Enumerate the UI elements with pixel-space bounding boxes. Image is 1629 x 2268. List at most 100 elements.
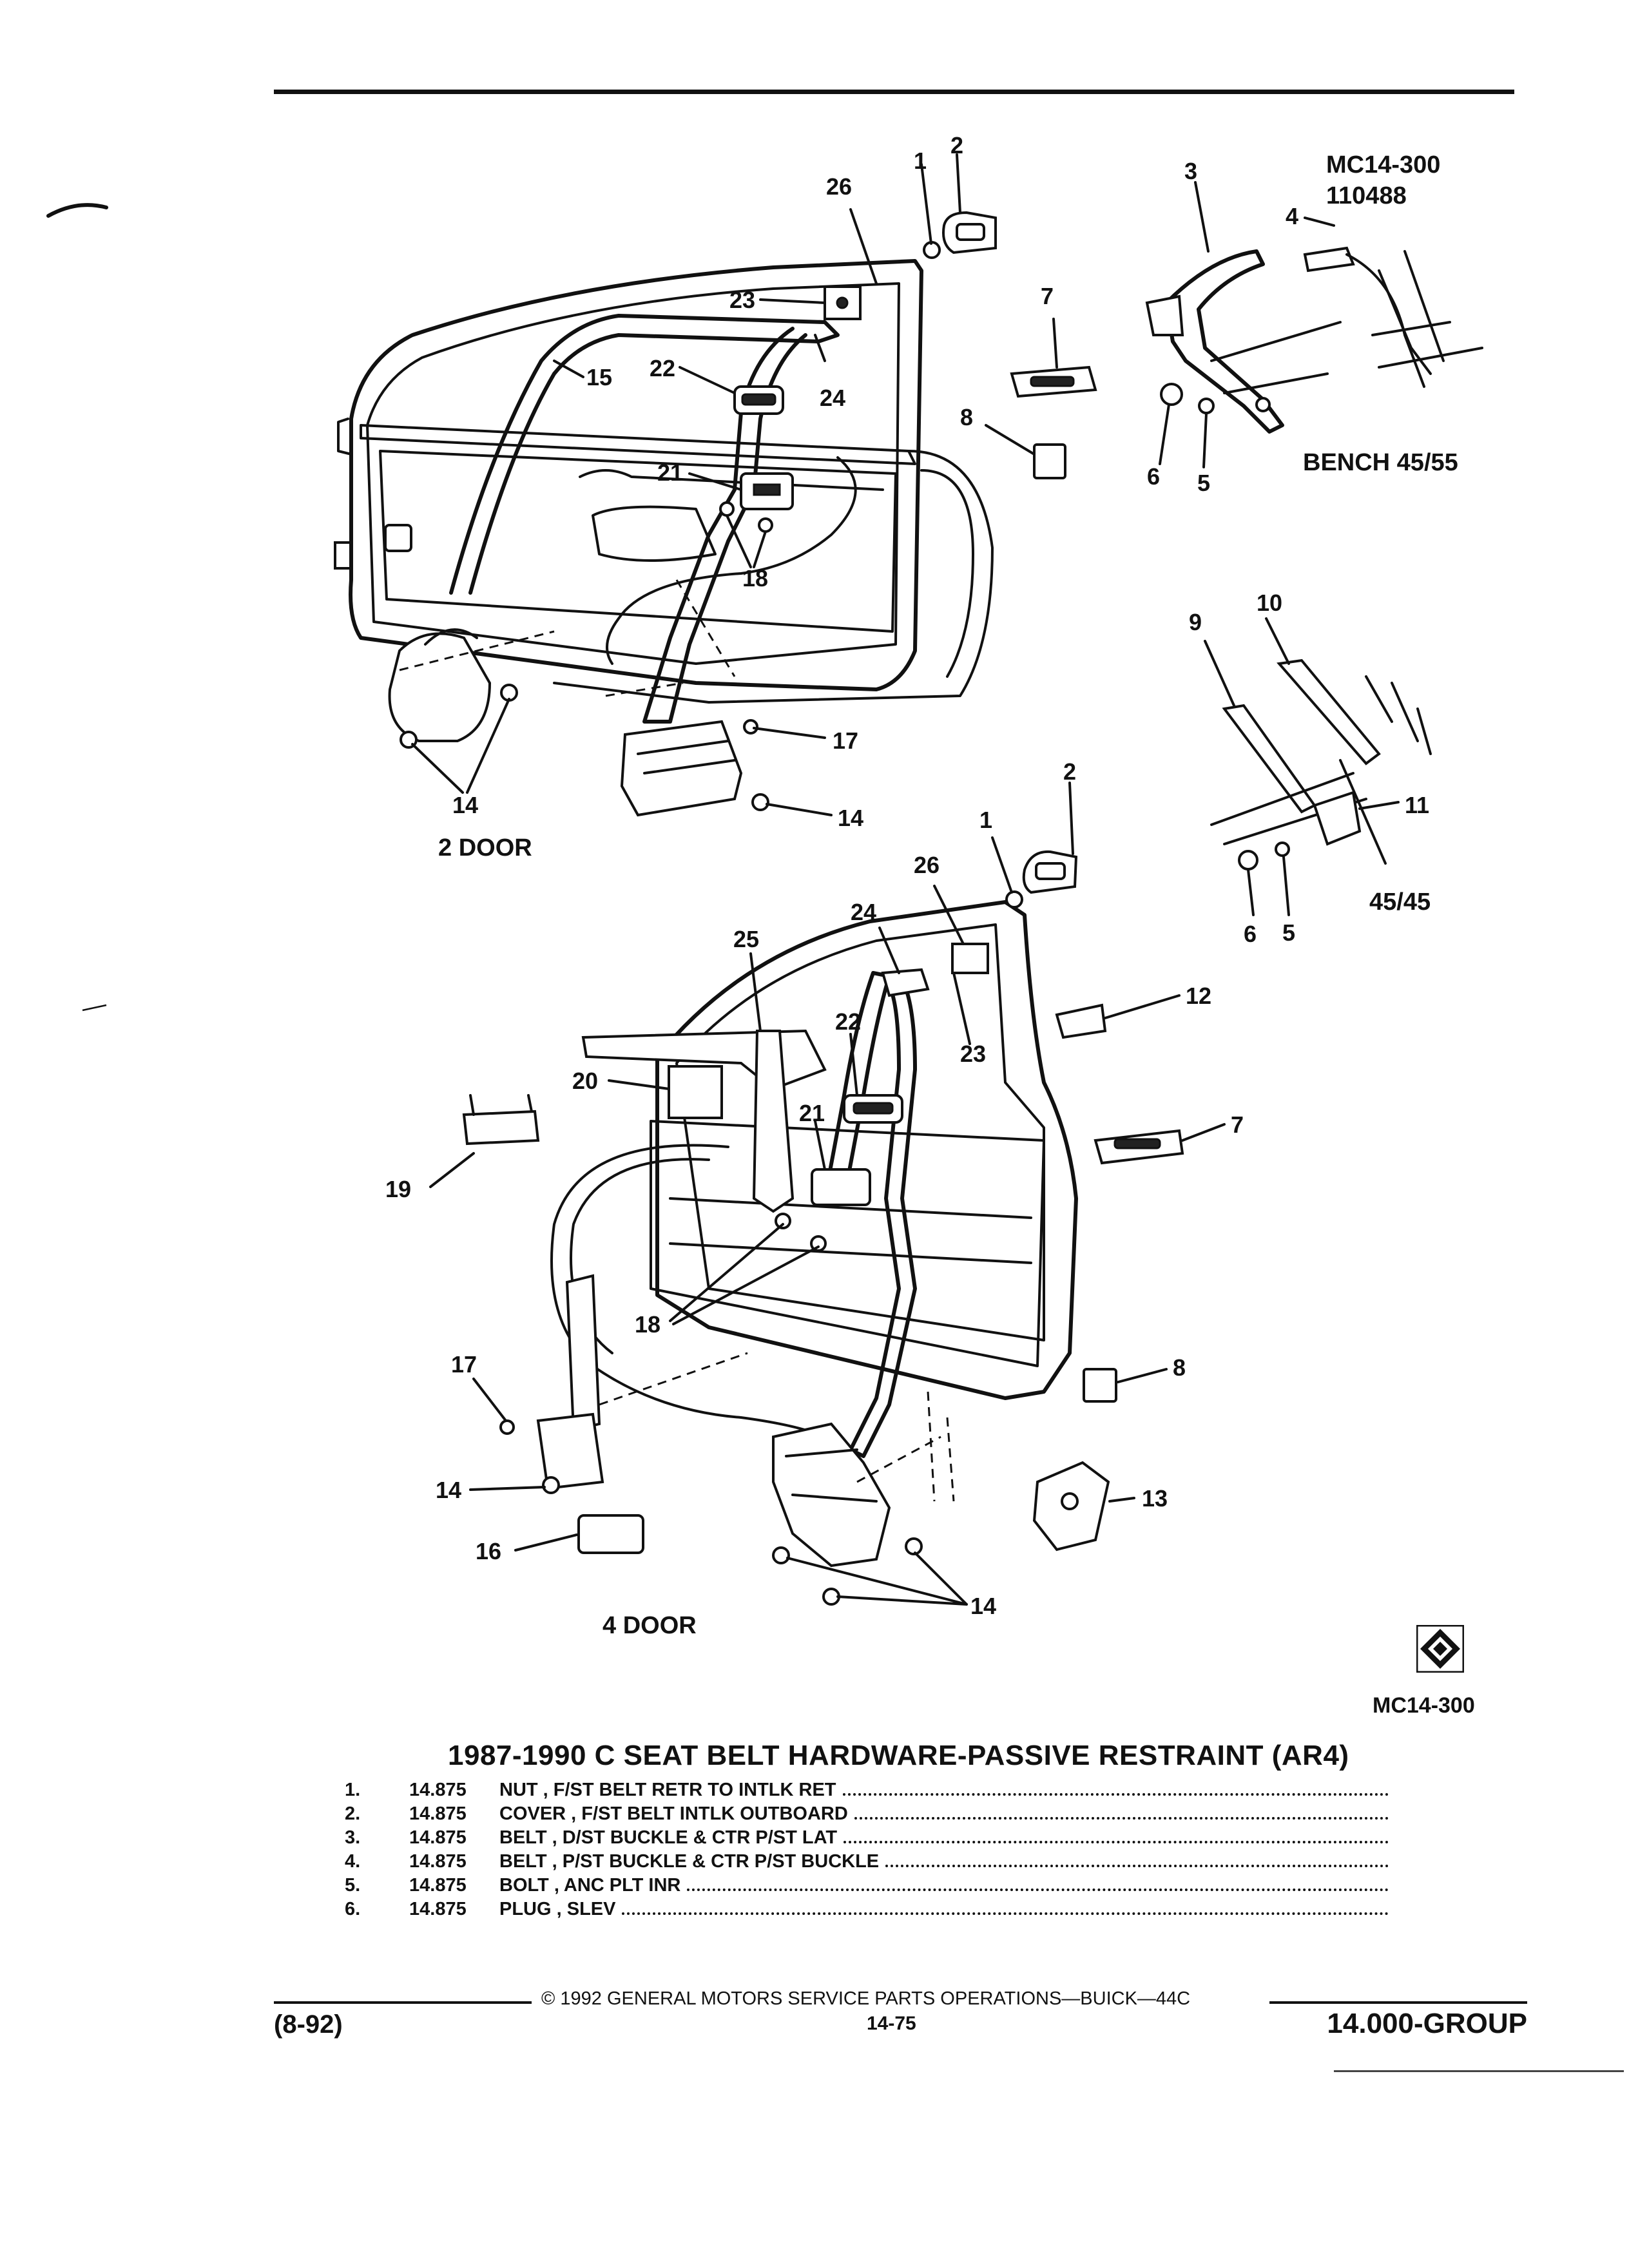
leader-8-upper xyxy=(985,424,1036,456)
dot-leader xyxy=(843,1834,1389,1843)
callout-26-lower: 26 xyxy=(914,852,940,878)
parts-list: 1. 14.875 NUT , F/ST BELT RETR TO INTLK … xyxy=(345,1780,1389,1923)
parts-row: 5. 14.875 BOLT , ANC PLT INR xyxy=(345,1875,1389,1899)
date-code: (8-92) xyxy=(274,2010,343,2039)
callout-21-lower: 21 xyxy=(799,1100,825,1126)
callout-16: 16 xyxy=(476,1538,501,1564)
part-reference: 14.875 xyxy=(409,1827,467,1848)
margin-mark-2 xyxy=(82,1004,107,1012)
part-description: BELT , D/ST BUCKLE & CTR P/ST LAT xyxy=(499,1827,838,1848)
split-belt-9 xyxy=(1222,704,1316,814)
two-door-frame xyxy=(349,259,923,691)
parts-row: 4. 14.875 BELT , P/ST BUCKLE & CTR P/ST … xyxy=(345,1851,1389,1875)
leader-15 xyxy=(553,360,584,378)
page-title: 1987-1990 C SEAT BELT HARDWARE-PASSIVE R… xyxy=(448,1740,1349,1771)
callout-7-lower: 7 xyxy=(1231,1111,1244,1138)
callout-6-upper: 6 xyxy=(1147,463,1160,490)
leader-13 xyxy=(1108,1497,1135,1503)
parts-row: 1. 14.875 NUT , F/ST BELT RETR TO INTLK … xyxy=(345,1780,1389,1803)
callout-8-upper: 8 xyxy=(960,404,973,430)
leader-8-lower xyxy=(1117,1368,1168,1383)
part-number: 1. xyxy=(345,1780,361,1800)
leader-14-lower-left xyxy=(469,1486,546,1491)
part-reference: 14.875 xyxy=(409,1899,467,1919)
leader-6-lower xyxy=(1247,869,1255,916)
two-door-assembly xyxy=(334,259,994,817)
plug-8-upper xyxy=(1033,443,1066,479)
bench-assembly xyxy=(1145,246,1483,434)
four-door-belt-17 xyxy=(565,1274,601,1432)
callout-5-lower: 5 xyxy=(1282,919,1295,946)
two-door-bolt-18b xyxy=(758,517,773,533)
part-number: 2. xyxy=(345,1803,361,1824)
page-number: 14-75 xyxy=(867,2013,916,2034)
two-door-dashes xyxy=(399,579,736,697)
leader-6-upper xyxy=(1159,403,1170,465)
callout-8-lower: 8 xyxy=(1173,1354,1186,1381)
callout-13: 13 xyxy=(1142,1485,1168,1512)
two-door-belt-15 xyxy=(449,314,840,595)
leader-lines xyxy=(411,153,1400,1606)
leader-18-lower xyxy=(669,1223,820,1325)
part-description: COVER , F/ST BELT INTLK OUTBOARD xyxy=(499,1803,848,1824)
callout-5-upper: 5 xyxy=(1197,470,1210,496)
two-door-retractor-lines xyxy=(637,740,736,774)
split-belt-10 xyxy=(1277,658,1381,765)
callout-18-upper: 18 xyxy=(742,565,768,591)
four-door-dashes xyxy=(599,1352,955,1502)
leader-7-upper xyxy=(1052,318,1058,369)
loose-parts-lower xyxy=(1005,850,1184,1552)
four-door-buckle-21 xyxy=(811,1168,871,1206)
nut-1-lower xyxy=(1005,890,1023,908)
two-door-nut-14 xyxy=(751,793,769,811)
two-door-belt-lap xyxy=(642,327,807,724)
callout-23-lower: 23 xyxy=(960,1041,986,1067)
leader-23-lower xyxy=(952,972,971,1045)
callout-24-lower: 24 xyxy=(851,899,876,925)
leader-23-upper xyxy=(759,298,826,304)
callout-labels: 2 1 26 23 22 15 24 21 18 17 14 14 7 8 3 … xyxy=(385,132,1429,1619)
part-reference: 14.875 xyxy=(409,1851,467,1872)
two-door-retractor-belt xyxy=(424,628,478,646)
leader-24-lower xyxy=(878,927,900,974)
two-door-retractor-left xyxy=(388,632,492,742)
leader-19 xyxy=(429,1152,475,1188)
two-door-cutout xyxy=(592,505,717,562)
leader-1-upper xyxy=(920,163,932,245)
two-door-bolt-17 xyxy=(743,719,758,735)
callout-12: 12 xyxy=(1186,983,1211,1009)
two-door-cable xyxy=(606,456,857,665)
four-door-retractor-lower xyxy=(772,1422,891,1568)
leader-5-upper xyxy=(1202,412,1208,468)
dot-leader xyxy=(687,1882,1389,1891)
leader-26-upper xyxy=(849,208,878,285)
callout-24-upper: 24 xyxy=(820,385,845,411)
two-door-inner-panel xyxy=(379,450,897,633)
callout-9: 9 xyxy=(1189,609,1202,635)
two-door-beltline xyxy=(360,424,916,465)
callout-17-upper: 17 xyxy=(833,727,858,754)
four-door-panel-lines xyxy=(669,1197,1032,1264)
two-door-inner-frame xyxy=(366,282,900,665)
leader-22-upper xyxy=(679,366,736,394)
four-door-bolt-18a xyxy=(775,1213,791,1229)
two-door-buckle-slot xyxy=(753,483,781,496)
callout-2-upper: 2 xyxy=(950,132,963,159)
leader-14-two-door xyxy=(411,698,510,794)
part-description: BELT , P/ST BUCKLE & CTR P/ST BUCKLE xyxy=(499,1851,880,1872)
leader-17-upper xyxy=(753,727,826,739)
two-door-guide-slot xyxy=(741,393,776,406)
four-door-frame xyxy=(655,900,1078,1400)
part-reference: 14.875 xyxy=(409,1780,467,1800)
leader-4 xyxy=(1304,216,1335,227)
callout-17-lower: 17 xyxy=(451,1351,477,1378)
two-door-body-panel xyxy=(553,450,994,704)
leader-10 xyxy=(1265,617,1290,665)
bezel-7-lower-slot xyxy=(1113,1138,1161,1149)
four-door-guide-24 xyxy=(881,968,930,997)
split-seat-lines xyxy=(1210,675,1432,865)
callout-14-lower-right: 14 xyxy=(970,1593,996,1619)
dot-leader xyxy=(842,1787,1389,1796)
two-door-hinge xyxy=(337,418,352,456)
leader-2-upper xyxy=(956,153,961,214)
